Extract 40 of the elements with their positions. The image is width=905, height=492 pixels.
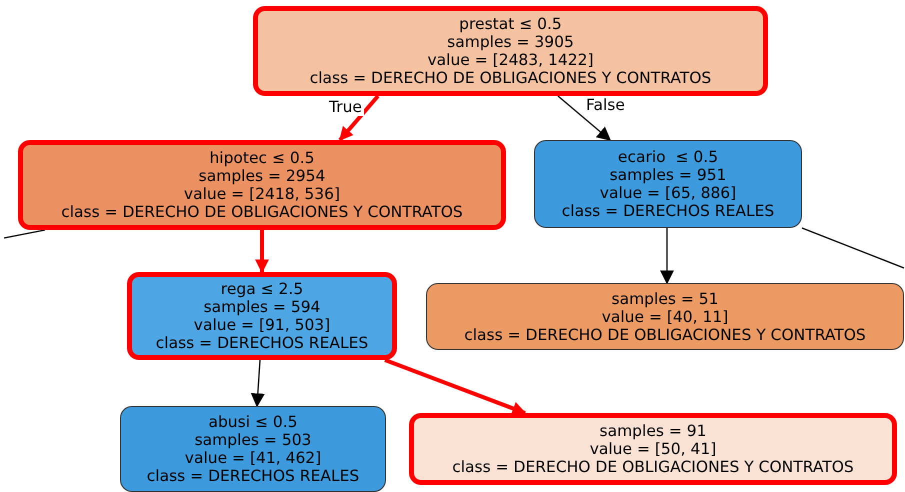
- tree-node-box: [426, 283, 904, 350]
- tree-node-box: [534, 140, 802, 228]
- node-text: class = DERECHOS REALES: [156, 334, 368, 352]
- node-text: value = [91, 503]: [194, 316, 330, 334]
- node-text: samples = 503: [194, 431, 312, 449]
- arrow: [384, 358, 526, 416]
- node-text: class = DERECHO DE OBLIGACIONES Y CONTRATOS: [464, 326, 866, 344]
- node-text: abusi ≤ 0.5: [208, 413, 298, 431]
- node-text: ecario ≤ 0.5: [618, 148, 718, 166]
- node-text: class = DERECHO DE OBLIGACIONES Y CONTRATOS: [61, 203, 463, 221]
- node-text: samples = 3905: [447, 33, 574, 51]
- node-text: samples = 594: [204, 298, 320, 316]
- node-text: samples = 2954: [198, 167, 326, 185]
- arrow: [255, 230, 269, 274]
- arrow: [660, 228, 674, 284]
- tree-node-box: [127, 272, 397, 360]
- node-text: samples = 951: [610, 166, 726, 184]
- node-text: prestat ≤ 0.5: [459, 15, 562, 33]
- tree-node-box: [18, 140, 506, 230]
- node-text: hipotec ≤ 0.5: [209, 149, 315, 167]
- tree-node-box: [120, 406, 386, 492]
- node-text: value = [65, 886]: [600, 184, 736, 202]
- node-text: samples = 51: [612, 290, 718, 308]
- edge-label: True: [327, 98, 364, 116]
- node-text: rega ≤ 2.5: [220, 280, 304, 298]
- tree-node-box: [409, 413, 897, 485]
- node-text: value = [2483, 1422]: [427, 51, 594, 69]
- node-text: samples = 91: [600, 422, 706, 440]
- arrow: [338, 94, 380, 142]
- node-text: value = [50, 41]: [590, 440, 716, 458]
- tree-node-box: [253, 6, 768, 96]
- arrow: [250, 360, 265, 408]
- node-text: value = [41, 462]: [184, 449, 322, 467]
- node-text: class = DERECHOS REALES: [562, 202, 774, 220]
- node-text: class = DERECHO DE OBLIGACIONES Y CONTRATOS: [310, 69, 712, 87]
- node-text: class = DERECHOS REALES: [146, 467, 360, 485]
- node-text: value = [2418, 536]: [184, 185, 340, 203]
- arrow: [558, 96, 612, 141]
- node-text: value = [40, 11]: [602, 308, 728, 326]
- node-text: class = DERECHO DE OBLIGACIONES Y CONTRATOS: [452, 458, 854, 476]
